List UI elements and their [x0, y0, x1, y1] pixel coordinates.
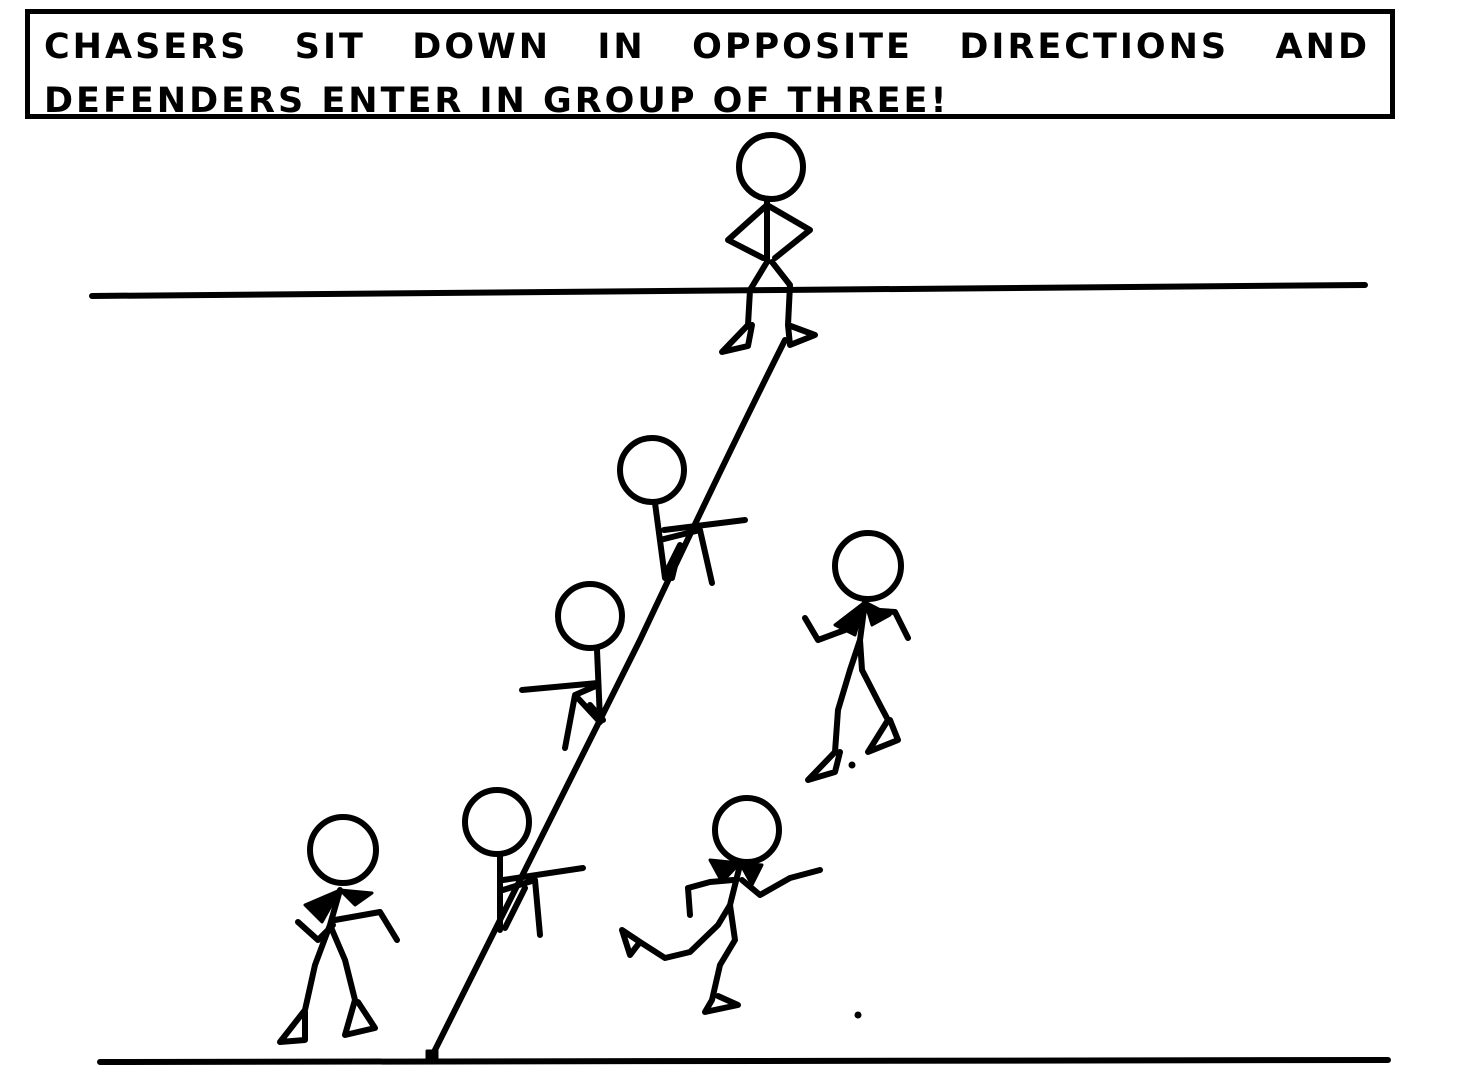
standing-figure [719, 132, 818, 355]
chaser-1-head [617, 435, 687, 505]
defender-2-body [802, 599, 911, 783]
defender-1 [277, 814, 400, 1045]
caption-text: CHASERS SIT DOWN IN OPPOSITE DIRECTIONS … [44, 27, 1370, 121]
speck [848, 761, 856, 769]
line-marker [425, 1049, 439, 1063]
defender-1-head [307, 814, 379, 886]
caption-box: CHASERS SIT DOWN IN OPPOSITE DIRECTIONS … [25, 9, 1395, 121]
chaser-3 [462, 787, 586, 938]
defender-3-head [712, 795, 782, 865]
defender-3-body [619, 862, 823, 1015]
diagonal-line [429, 337, 788, 1059]
chaser-2-body [519, 647, 606, 751]
field-lines [89, 282, 1391, 1065]
chaser-3-head [462, 787, 532, 857]
defender-1-bowtie [303, 888, 374, 924]
defender-1-body [277, 887, 400, 1045]
defender-2 [802, 530, 911, 783]
defender-2-head [832, 530, 904, 602]
chaser-3-body [497, 852, 586, 938]
standing-figure-body [719, 197, 818, 355]
top-line [89, 282, 1368, 299]
chaser-1 [617, 435, 748, 586]
chaser-2 [519, 581, 625, 751]
chaser-2-head [555, 581, 625, 651]
chaser-1-body [652, 500, 748, 586]
speck [854, 1011, 862, 1019]
defender-3 [619, 795, 823, 1015]
bottom-line [97, 1057, 1391, 1065]
standing-figure-head [736, 132, 806, 202]
